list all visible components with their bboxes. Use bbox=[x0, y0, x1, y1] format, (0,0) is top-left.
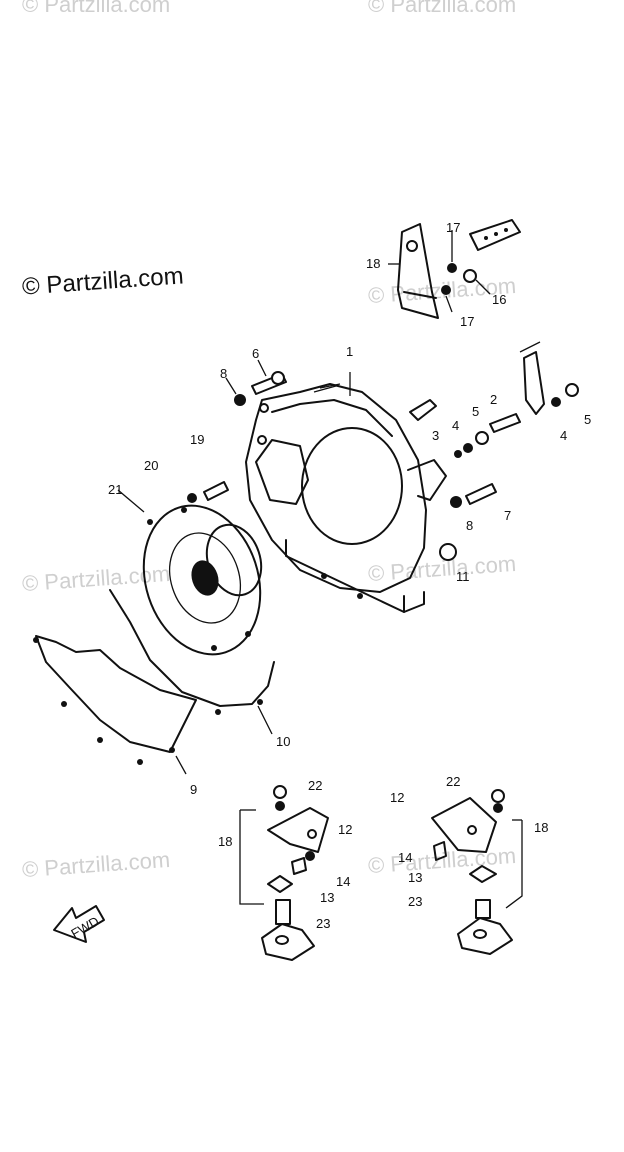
callout-17a: 17 bbox=[446, 220, 460, 235]
upper-damper-block bbox=[469, 219, 521, 251]
callout-19: 19 bbox=[190, 432, 204, 447]
callout-23a: 23 bbox=[316, 916, 330, 931]
link-arm bbox=[523, 351, 545, 415]
callout-12a: 12 bbox=[338, 822, 352, 837]
bolt-7 bbox=[465, 483, 497, 505]
upper-nut-16 bbox=[463, 269, 477, 283]
callout-17b: 17 bbox=[460, 314, 474, 329]
callout-labels: 1 2 3 4 4 5 5 6 7 8 8 9 10 11 12 12 13 1… bbox=[108, 220, 591, 931]
callout-18a: 18 bbox=[366, 256, 380, 271]
stopper-23a bbox=[267, 875, 293, 893]
callout-1: 1 bbox=[346, 344, 353, 359]
bolt-group-19-20 bbox=[187, 481, 229, 503]
washer-3 bbox=[454, 450, 462, 458]
washer-14a bbox=[305, 851, 315, 861]
callout-13b: 13 bbox=[408, 870, 422, 885]
rubber-mount-a bbox=[261, 923, 315, 961]
callout-9: 9 bbox=[190, 782, 197, 797]
callout-20: 20 bbox=[144, 458, 158, 473]
callout-11: 11 bbox=[456, 569, 470, 584]
washer-8 bbox=[234, 394, 246, 406]
washer-5b bbox=[565, 383, 579, 397]
main-housing bbox=[245, 372, 447, 613]
washer-22b bbox=[491, 789, 505, 803]
bolt-13a bbox=[291, 857, 307, 875]
lower-left-mount bbox=[239, 785, 329, 961]
coupling-plate bbox=[117, 489, 263, 656]
housing-bore bbox=[301, 427, 403, 545]
coupling-disc bbox=[142, 504, 262, 656]
mount-bracket-12b bbox=[431, 797, 497, 853]
upper-bracket-assembly bbox=[388, 219, 521, 319]
washer-22a bbox=[273, 785, 287, 799]
callout-4b: 4 bbox=[560, 428, 567, 443]
upper-washer-17 bbox=[447, 263, 457, 273]
callout-5b: 5 bbox=[584, 412, 591, 427]
callout-8a: 8 bbox=[220, 366, 227, 381]
callout-5a: 5 bbox=[472, 404, 479, 419]
bolt-group-6-8 bbox=[225, 359, 287, 406]
callout-23b: 23 bbox=[408, 894, 422, 909]
washer-4b bbox=[551, 397, 561, 407]
washer-4 bbox=[463, 443, 473, 453]
callout-22b: 22 bbox=[446, 774, 460, 789]
callout-7: 7 bbox=[504, 508, 511, 523]
washer-20 bbox=[187, 493, 197, 503]
upper-washer-17b bbox=[441, 285, 451, 295]
washer-5 bbox=[475, 431, 489, 445]
watermark-top-right: © Partzilla.com bbox=[368, 0, 517, 17]
bolt-2 bbox=[489, 413, 521, 433]
nut-11 bbox=[439, 543, 457, 561]
callout-14b: 14 bbox=[398, 850, 412, 865]
rubber-mount-b bbox=[457, 917, 513, 955]
callout-10: 10 bbox=[276, 734, 290, 749]
callout-12b: 12 bbox=[390, 790, 404, 805]
callout-6: 6 bbox=[252, 346, 259, 361]
housing-outer-shell bbox=[245, 383, 427, 593]
callout-14a: 14 bbox=[336, 874, 350, 889]
callout-3: 3 bbox=[432, 428, 439, 443]
callout-21: 21 bbox=[108, 482, 122, 497]
gasket-10 bbox=[109, 589, 275, 707]
bolt-13b bbox=[433, 841, 447, 861]
upper-bracket-hole bbox=[406, 240, 418, 252]
callout-22a: 22 bbox=[308, 778, 322, 793]
cover-9 bbox=[35, 635, 197, 753]
mount-bracket-12a bbox=[267, 807, 329, 853]
stopper-23b bbox=[469, 865, 497, 883]
fwd-arrow-shape bbox=[53, 905, 105, 943]
bolt-group-7-8-11 bbox=[439, 483, 497, 561]
bolt-19 bbox=[203, 481, 229, 501]
callout-2: 2 bbox=[490, 392, 497, 407]
washer-8b bbox=[450, 496, 462, 508]
cover-gasket bbox=[33, 589, 275, 775]
lower-right-mount bbox=[431, 789, 523, 955]
callout-16: 16 bbox=[492, 292, 506, 307]
housing-fitting bbox=[409, 399, 437, 421]
fwd-arrow: FWD bbox=[53, 905, 105, 943]
housing-side-cup bbox=[255, 439, 309, 505]
callout-18c: 18 bbox=[534, 820, 548, 835]
bolt-group-2-5 bbox=[454, 341, 579, 458]
callout-8b: 8 bbox=[466, 518, 473, 533]
callout-13a: 13 bbox=[320, 890, 334, 905]
watermark-top-left: © Partzilla.com bbox=[22, 0, 171, 17]
callout-18b: 18 bbox=[218, 834, 232, 849]
callout-4a: 4 bbox=[452, 418, 459, 433]
upper-bracket-plate bbox=[397, 223, 439, 319]
